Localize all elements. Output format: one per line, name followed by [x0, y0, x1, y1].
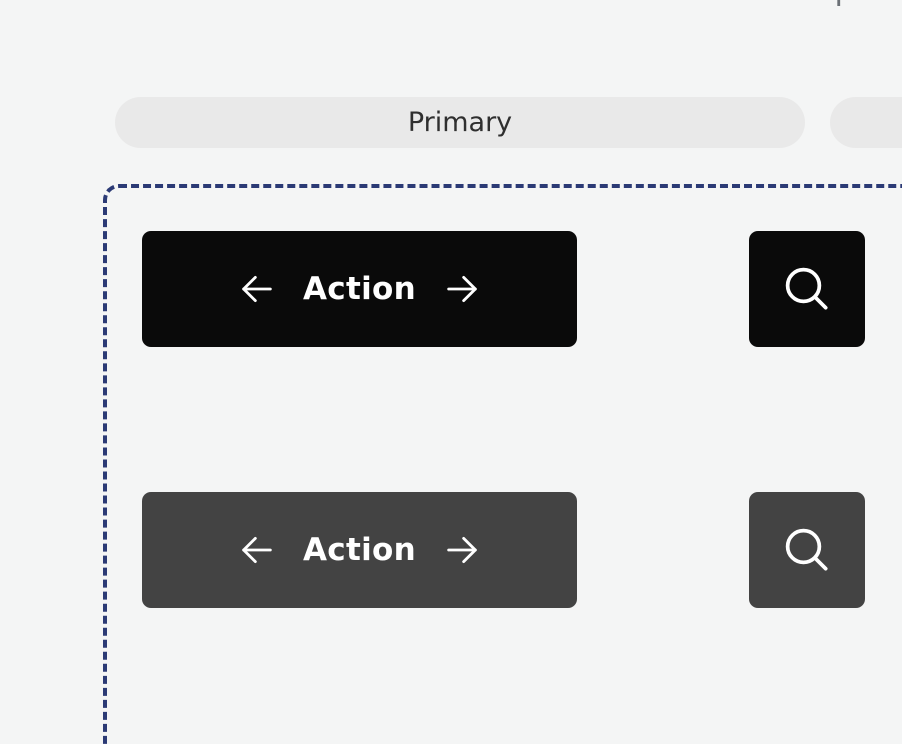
clipped-heading-text: Buttons overview: [115, 0, 415, 8]
search-icon: [785, 528, 828, 571]
tab-secondary[interactable]: [830, 97, 902, 148]
arrow-right-icon: [447, 275, 477, 303]
button-row-muted: Action: [0, 492, 902, 608]
tab-primary-label: Primary: [407, 107, 513, 138]
tab-primary[interactable]: Primary: [115, 97, 805, 148]
search-button-solid[interactable]: [749, 231, 865, 347]
dashed-highlight-region: [103, 184, 902, 744]
action-button-solid[interactable]: Action: [142, 231, 577, 347]
action-button-muted-label: Action: [303, 531, 416, 568]
action-button-solid-label: Action: [303, 270, 416, 307]
search-button-muted[interactable]: [749, 492, 865, 608]
action-button-muted[interactable]: Action: [142, 492, 577, 608]
arrow-right-icon: [447, 536, 477, 564]
arrow-left-icon: [242, 275, 272, 303]
arrow-left-icon: [242, 536, 272, 564]
clipped-heading: Buttons overview |: [0, 0, 902, 8]
search-icon: [785, 267, 828, 310]
button-row-solid: Action: [0, 231, 902, 347]
clipped-heading-right-fragment: |: [833, 0, 844, 8]
